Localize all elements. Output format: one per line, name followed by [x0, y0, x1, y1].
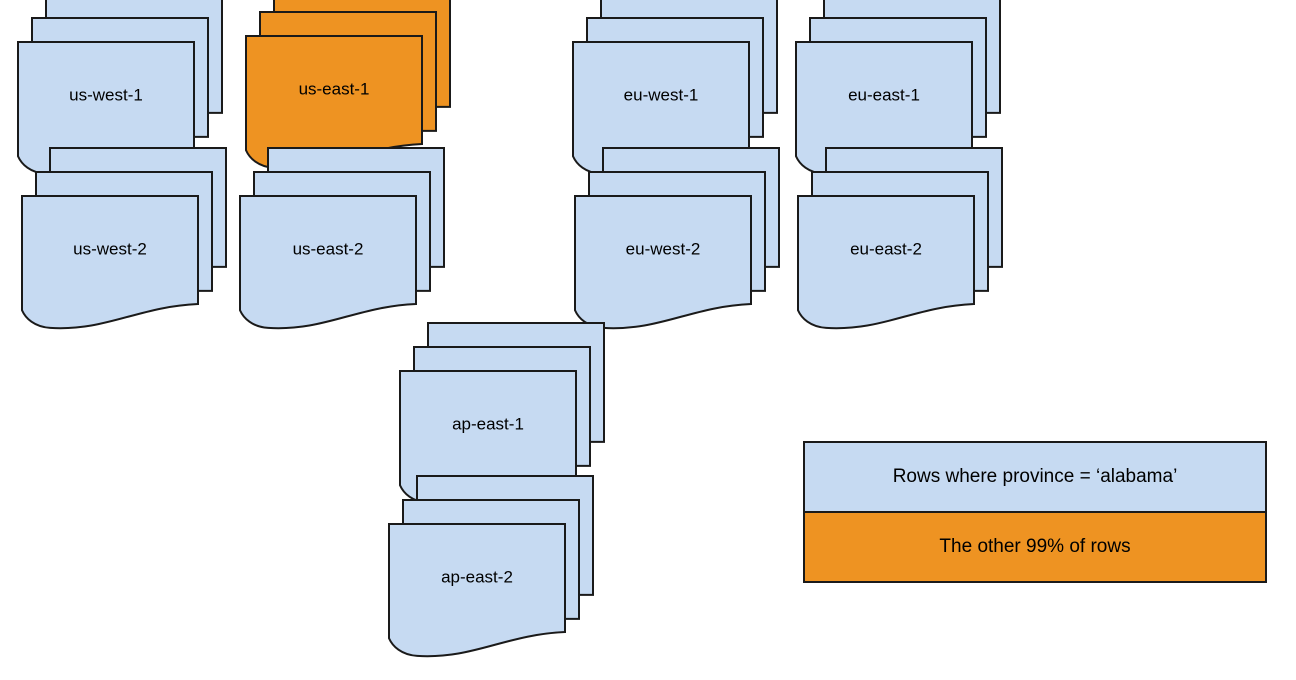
legend-row-alabama-swatch — [803, 441, 1267, 513]
region-stack-eu-west-2[interactable]: eu-west-2 — [574, 147, 780, 330]
region-label-eu-west-2: eu-west-2 — [626, 239, 701, 258]
region-stack-us-west-1[interactable]: us-west-1 — [17, 0, 223, 176]
region-label-eu-east-2: eu-east-2 — [850, 239, 922, 258]
legend: Rows where province = ‘alabama’ The other… — [803, 441, 1267, 583]
region-label-ap-east-2: ap-east-2 — [441, 567, 513, 586]
region-label-eu-east-1: eu-east-1 — [848, 85, 920, 104]
region-label-us-west-2: us-west-2 — [73, 239, 147, 258]
region-stack-sheet-front — [21, 195, 199, 330]
legend-row-other-swatch — [803, 511, 1267, 583]
region-label-us-east-1: us-east-1 — [299, 79, 370, 98]
region-stack-ap-east-2[interactable]: ap-east-2 — [388, 475, 594, 658]
region-label-eu-west-1: eu-west-1 — [624, 85, 699, 104]
region-stack-eu-east-1[interactable]: eu-east-1 — [795, 0, 1001, 176]
region-stack-eu-west-1[interactable]: eu-west-1 — [572, 0, 778, 176]
legend-row-other: The other 99% of rows — [803, 511, 1267, 583]
region-stack-sheet-front — [574, 195, 752, 330]
region-stack-eu-east-2[interactable]: eu-east-2 — [797, 147, 1003, 330]
legend-row-other-label: The other 99% of rows — [939, 536, 1130, 557]
region-stack-sheet-front — [388, 523, 566, 658]
region-label-us-west-1: us-west-1 — [69, 85, 143, 104]
region-stack-sheet-front — [239, 195, 417, 330]
region-stack-sheet-front — [797, 195, 975, 330]
region-stack-us-west-2[interactable]: us-west-2 — [21, 147, 227, 330]
region-label-us-east-2: us-east-2 — [293, 239, 364, 258]
legend-row-alabama-label: Rows where province = ‘alabama’ — [893, 466, 1178, 487]
legend-row-alabama: Rows where province = ‘alabama’ — [803, 441, 1267, 513]
region-stack-us-east-2[interactable]: us-east-2 — [239, 147, 445, 330]
region-label-ap-east-1: ap-east-1 — [452, 414, 524, 433]
region-stack-ap-east-1[interactable]: ap-east-1 — [399, 322, 605, 505]
region-stack-us-east-1[interactable]: us-east-1 — [245, 0, 451, 170]
